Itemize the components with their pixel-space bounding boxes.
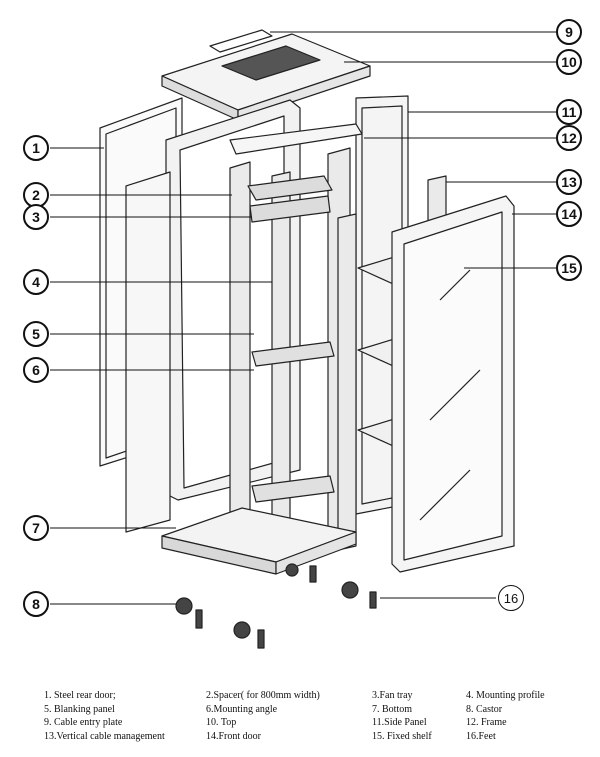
- legend-item: 16.Feet: [466, 730, 496, 742]
- legend-item: 7. Bottom: [372, 703, 413, 715]
- legend-item: 10. Top: [206, 717, 237, 729]
- callout-11: 11: [556, 99, 582, 125]
- legend-item: 11.Side Panel: [372, 717, 427, 729]
- legend-item: 12. Frame: [466, 717, 507, 729]
- callout-9: 9: [556, 19, 582, 45]
- callout-16: 16: [498, 585, 524, 611]
- callout-12: 12: [556, 125, 582, 151]
- callout-4: 4: [23, 269, 49, 295]
- exploded-cabinet-diagram: [50, 29, 556, 649]
- callout-15: 15: [556, 255, 582, 281]
- legend-item: 15. Fixed shelf: [372, 730, 432, 742]
- mounting-angles: [251, 341, 335, 503]
- callout-6: 6: [23, 357, 49, 383]
- legend-item: 14.Front door: [206, 730, 261, 742]
- legend-item: 5. Blanking panel: [44, 703, 115, 715]
- legend-item: 2.Spacer( for 800mm width): [206, 690, 320, 701]
- bottom-base: [161, 507, 357, 575]
- callout-10: 10: [556, 49, 582, 75]
- legend-item: 6.Mounting angle: [206, 703, 278, 715]
- legend-item: 13.Vertical cable management: [44, 730, 165, 742]
- callout-8: 8: [23, 591, 49, 617]
- top-panel: [161, 29, 371, 121]
- callout-14: 14: [556, 201, 582, 227]
- legend-item: 1. Steel rear door;: [44, 690, 116, 701]
- legend-item: 9. Cable entry plate: [44, 717, 123, 729]
- legend-item: 4. Mounting profile: [466, 690, 545, 701]
- legend-item: 8. Castor: [466, 703, 503, 715]
- front-door: [391, 195, 515, 573]
- leader-lines: [50, 31, 556, 605]
- castors-feet: [175, 563, 377, 649]
- callout-3: 3: [23, 204, 49, 230]
- legend-item: 3.Fan tray: [372, 690, 413, 701]
- callout-1: 1: [23, 135, 49, 161]
- callout-13: 13: [556, 169, 582, 195]
- callout-5: 5: [23, 321, 49, 347]
- callout-2: 2: [23, 182, 49, 208]
- callout-7: 7: [23, 515, 49, 541]
